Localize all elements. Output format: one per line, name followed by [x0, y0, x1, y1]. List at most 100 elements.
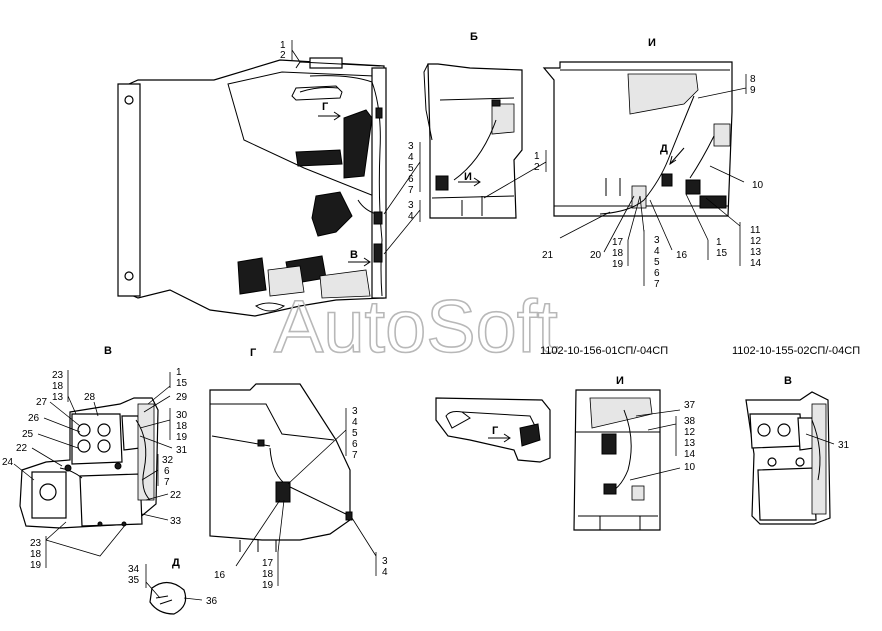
callout-label: 31: [838, 440, 850, 451]
callout-i2-10: 10: [629, 462, 696, 481]
callout-v-23-19: 23 18 19: [30, 521, 127, 571]
callout-label: 23: [52, 370, 64, 381]
callout-i2-38-14: 38 12 13 14: [647, 416, 696, 460]
callout-label: 5: [654, 257, 660, 268]
callout-label: 13: [684, 438, 696, 449]
callout-label: 10: [684, 462, 696, 473]
callout-i-20: 20: [590, 195, 635, 261]
arrow-label-g-variant: Г: [492, 425, 499, 437]
callout-label: 19: [30, 560, 42, 571]
callout-v-22-right: 22: [145, 490, 182, 501]
callout-label: 16: [214, 570, 226, 581]
callout-label: 30: [176, 410, 188, 421]
view-title-v2: В: [784, 375, 792, 387]
callout-label: 12: [684, 427, 696, 438]
callout-label: 7: [408, 185, 414, 196]
callout-label: 1: [534, 151, 540, 162]
callout-i-21: 21: [542, 211, 611, 261]
callout-i-11-14: 11 12 13 14: [705, 197, 762, 269]
callout-label: 22: [16, 443, 28, 454]
callout-label: 24: [2, 457, 14, 468]
arrow-label-g: Г: [322, 101, 329, 113]
view-title-i: И: [648, 37, 656, 49]
view-v: [19, 397, 159, 529]
callout-label: 18: [176, 421, 188, 432]
callout-label: 1: [716, 237, 722, 248]
callout-label: 1: [176, 367, 182, 378]
callout-label: 9: [750, 85, 756, 96]
callout-v-27: 27: [36, 397, 81, 427]
callout-label: 2: [534, 162, 540, 173]
callout-g-17-19: 17 18 19: [262, 499, 285, 591]
callout-label: 15: [176, 378, 188, 389]
variant-label-left: 1102-10-156-01СП/-04СП: [540, 345, 668, 357]
callout-label: 17: [612, 237, 624, 248]
callout-d-34-35: 34 35: [128, 564, 161, 599]
callout-label: 8: [750, 74, 756, 85]
callout-i-16: 16: [649, 199, 688, 261]
callout-label: 13: [750, 247, 762, 258]
callout-label: 29: [176, 392, 188, 403]
callout-v-1-15: 1 15: [147, 367, 188, 405]
callout-label: 18: [262, 569, 274, 580]
callout-label: 12: [750, 236, 762, 247]
callout-label: 3: [408, 200, 414, 211]
callout-label: 14: [684, 449, 696, 460]
callout-label: 2: [280, 50, 286, 61]
callout-main-3-4: 3 4: [383, 200, 421, 255]
callout-i-10: 10: [709, 165, 764, 191]
arrow-label-v: В: [350, 249, 358, 261]
callout-v2-31: 31: [805, 433, 850, 451]
callout-label: 4: [408, 211, 414, 222]
callout-v-23-13: 23 18 13: [52, 370, 77, 415]
callout-i-17-19: 17 18 19: [612, 195, 641, 270]
variant-view-i: [573, 389, 661, 531]
view-title-b: Б: [470, 31, 478, 43]
callout-label: 6: [352, 439, 358, 450]
view-title-i2: И: [616, 375, 624, 387]
callout-label: 28: [84, 392, 96, 403]
callout-i-1-15: 1 15: [685, 193, 728, 260]
view-title-v: В: [104, 345, 112, 357]
view-b: [423, 63, 523, 219]
callout-label: 19: [176, 432, 188, 443]
callout-label: 32: [162, 455, 174, 466]
callout-label: 23: [30, 538, 42, 549]
callout-v-33: 33: [141, 513, 182, 527]
callout-label: 38: [684, 416, 696, 427]
arrow-label-i: И: [464, 171, 472, 183]
callout-label: 22: [170, 490, 182, 501]
callout-label: 5: [352, 428, 358, 439]
callout-i-3-7: 3 4 5 6 7: [639, 195, 660, 290]
view-title-g: Г: [250, 347, 257, 359]
callout-main-1-2: 1 2: [280, 40, 301, 63]
callout-label: 35: [128, 575, 140, 586]
callout-label: 17: [262, 558, 274, 569]
callout-label: 26: [28, 413, 40, 424]
callout-d-36: 36: [183, 596, 218, 607]
callout-label: 21: [542, 250, 554, 261]
callout-v-29: 29: [143, 392, 188, 413]
callout-label: 4: [408, 152, 414, 163]
callout-label: 25: [22, 429, 34, 440]
callout-label: 1: [280, 40, 286, 51]
callout-label: 6: [654, 268, 660, 279]
callout-label: 7: [164, 477, 170, 488]
callout-label: 37: [684, 400, 696, 411]
callout-v-24: 24: [2, 457, 35, 481]
callout-i-8-9: 8 9: [697, 74, 756, 99]
variant-label-right: 1102-10-155-02СП/-04СП: [732, 345, 860, 357]
callout-v-22-top: 22: [16, 443, 63, 467]
callout-label: 3: [352, 406, 358, 417]
callout-v-30-19: 30 18 19: [139, 408, 188, 443]
callout-label: 14: [750, 258, 762, 269]
view-d: [149, 581, 187, 615]
callout-label: 19: [612, 259, 624, 270]
callout-label: 4: [352, 417, 358, 428]
callout-i2-37: 37: [635, 400, 696, 417]
callout-label: 31: [176, 445, 188, 456]
callout-label: 33: [170, 516, 182, 527]
callout-label: 19: [262, 580, 274, 591]
callout-label: 18: [52, 381, 64, 392]
callout-label: 6: [164, 466, 170, 477]
